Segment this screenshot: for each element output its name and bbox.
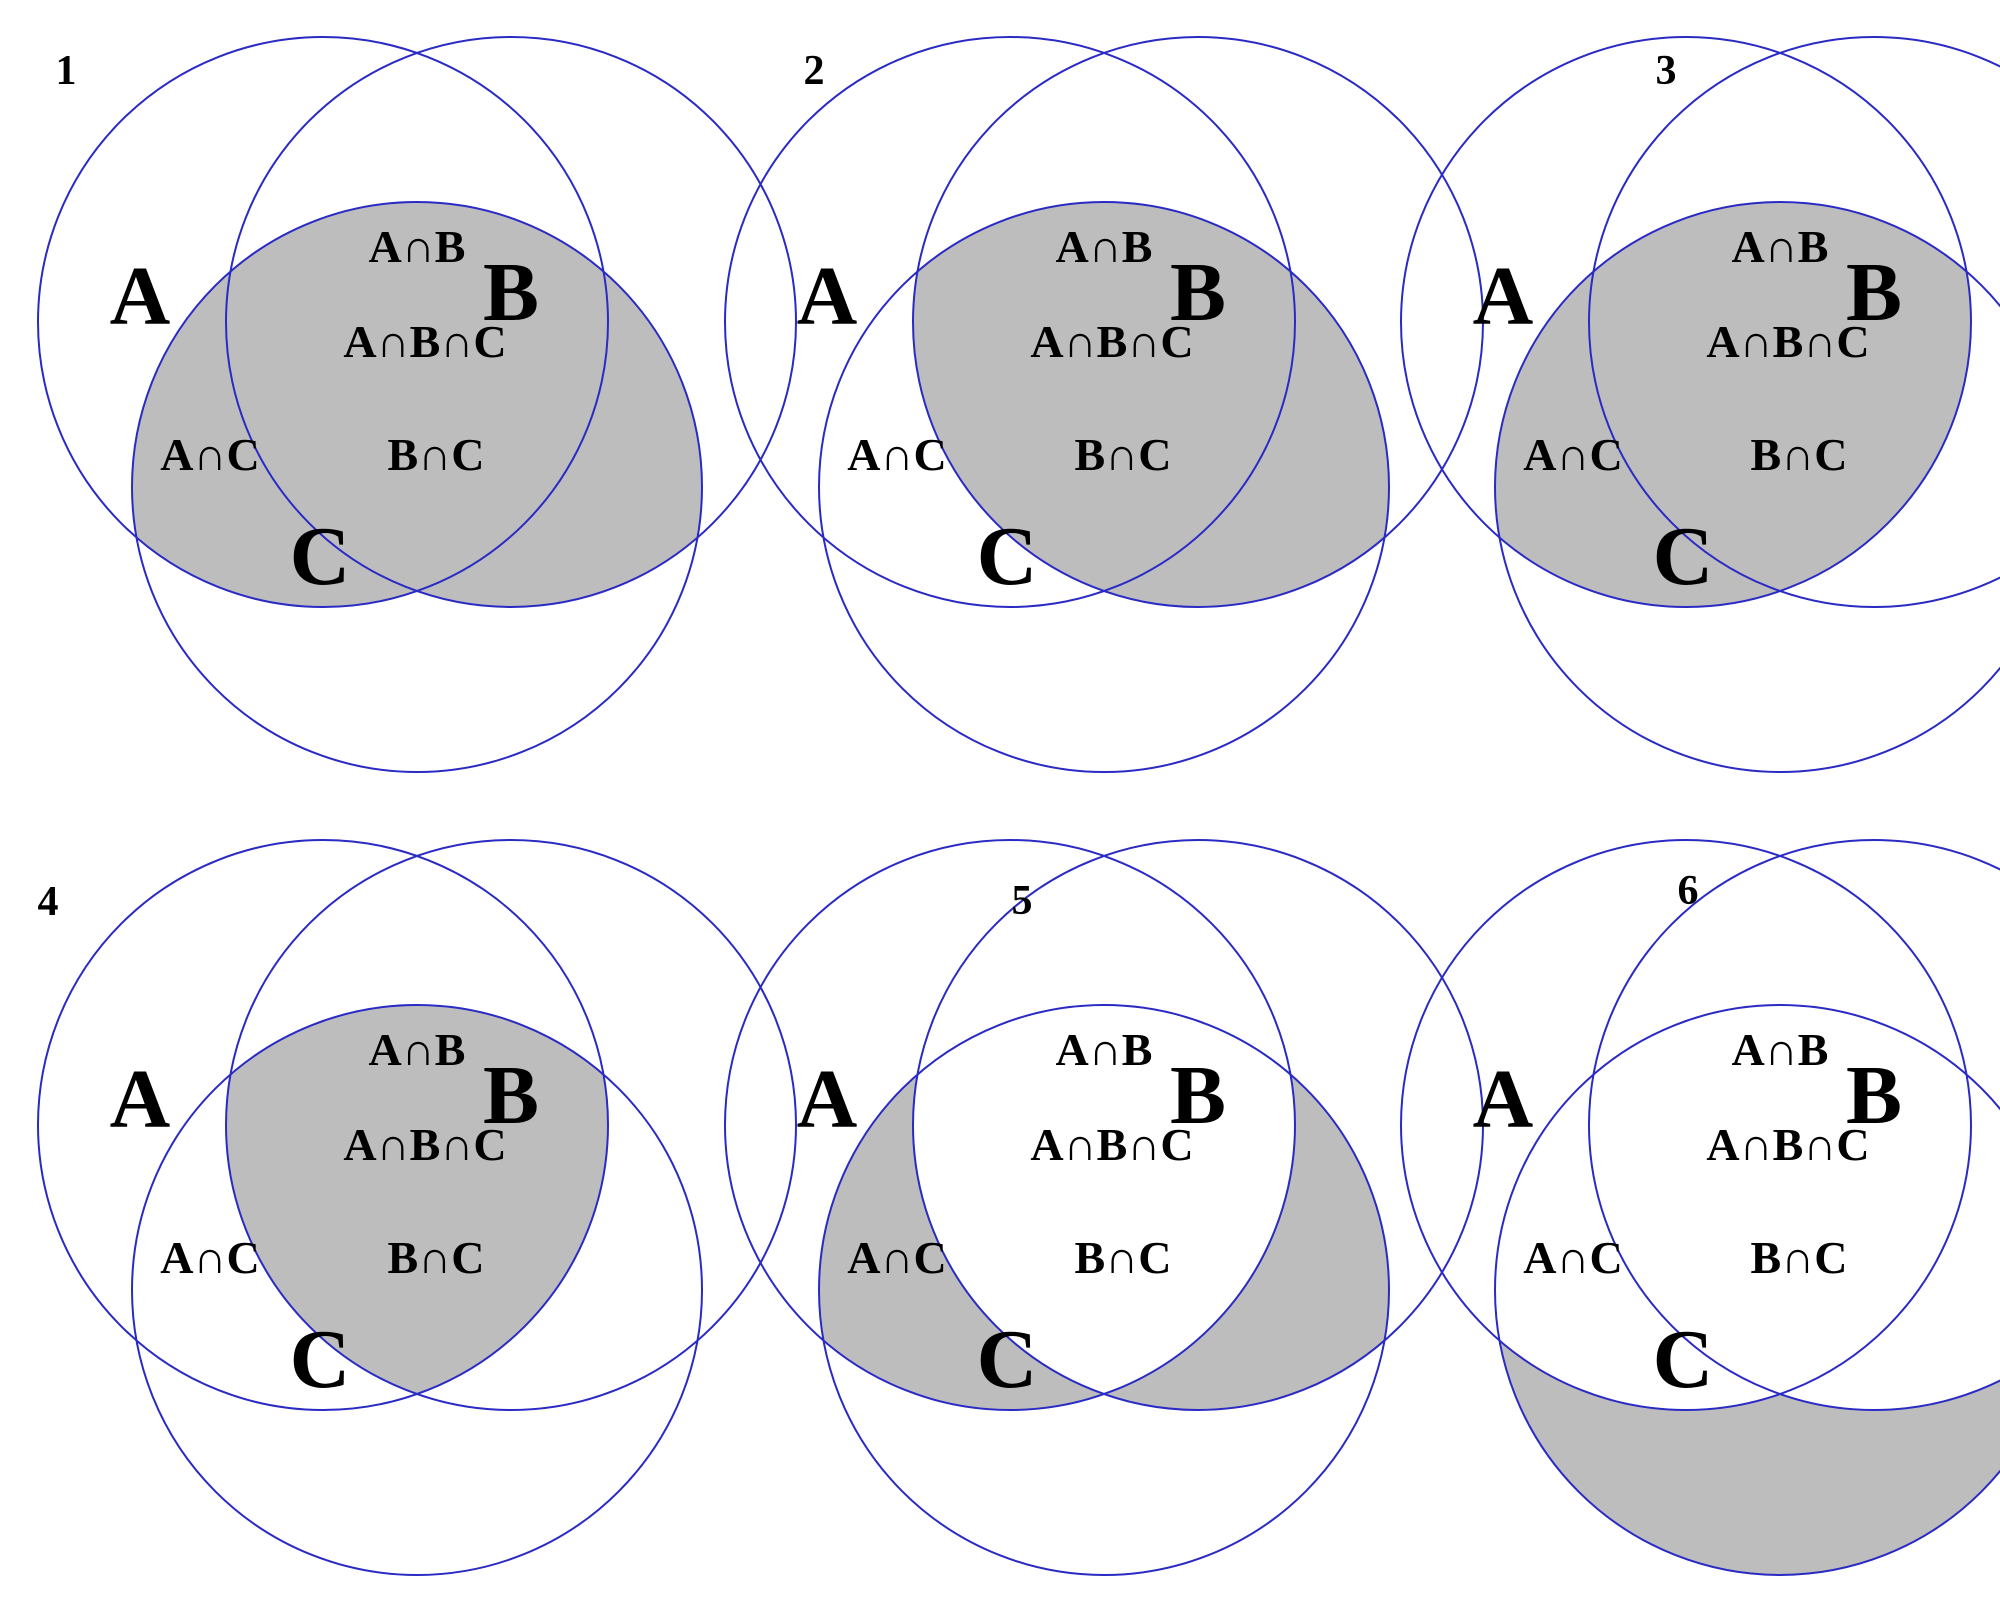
circle-c [818,1004,1390,1576]
label-ab: A∩B [1732,221,1829,272]
label-bc: B∩C [388,1232,485,1283]
label-c: C [1653,1313,1714,1406]
diagram-number: 6 [1678,868,1699,914]
label-abc: A∩B∩C [1706,1119,1869,1170]
label-abc: A∩B∩C [1030,1119,1193,1170]
venn-diagram-3: 3A B C A∩B A∩B∩C A∩C B∩C [1400,36,2000,773]
diagram-number: 3 [1656,48,1677,94]
shaded-region-abc [913,202,1295,607]
circle-b [225,36,797,608]
label-ac: A∩C [160,1232,260,1283]
venn-diagram-2: 2A B C A∩B A∩B∩C A∩C B∩C [724,36,1484,773]
circle-b [912,36,1484,608]
label-bc: B∩C [1075,1232,1172,1283]
circle-a [1400,839,1972,1411]
diagram-number: 1 [56,48,77,94]
label-bc: B∩C [1751,1232,1848,1283]
label-abc: A∩B∩C [1030,316,1193,367]
label-ac: A∩C [847,429,947,480]
shaded-region-abc [226,202,608,607]
label-c: C [290,510,351,603]
label-ac: A∩C [1523,1232,1623,1283]
shaded-region-abc [1589,202,1971,607]
shaded-regions [819,1005,1389,1410]
label-c: C [977,510,1038,603]
label-abc: A∩B∩C [1706,316,1869,367]
label-bc: B∩C [1751,429,1848,480]
label-ab: A∩B [1056,221,1153,272]
label-a: A [1473,250,1534,343]
label-a: A [797,250,858,343]
circle-b [912,839,1484,1411]
circle-c [1494,201,2000,773]
circle-a [37,36,609,608]
label-c: C [977,1313,1038,1406]
label-b: B [1846,246,1902,339]
shaded-region-c [1495,1005,2000,1575]
circle-a [1400,36,1972,608]
shaded-regions [1495,1005,2000,1575]
label-c: C [290,1313,351,1406]
diagram-number: 4 [38,879,59,925]
circle-b [1588,36,2000,608]
venn-diagram-6: 6A B C A∩B A∩B∩C A∩C B∩C [1400,839,2000,1576]
label-ab: A∩B [369,221,466,272]
venn-diagram-4: 4A B C A∩B A∩B∩C A∩C B∩C [37,839,797,1576]
shaded-region-abc [226,1005,608,1410]
label-abc: A∩B∩C [343,1119,506,1170]
label-b: B [1170,1049,1226,1142]
diagram-number: 5 [1012,878,1033,924]
label-ac: A∩C [160,429,260,480]
circle-a [724,36,1296,608]
label-ac: A∩C [1523,429,1623,480]
circle-c [131,1004,703,1576]
label-b: B [483,246,539,339]
circle-b [225,839,797,1411]
label-ab: A∩B [1732,1024,1829,1075]
circle-a [724,839,1296,1411]
diagram-number: 2 [804,48,825,94]
label-b: B [1170,246,1226,339]
label-a: A [110,250,171,343]
label-bc: B∩C [1075,429,1172,480]
shaded-regions [1495,202,1971,607]
circle-a [37,839,609,1411]
label-ab: A∩B [1056,1024,1153,1075]
circle-c [131,201,703,773]
label-b: B [483,1049,539,1142]
label-b: B [1846,1049,1902,1142]
label-c: C [1653,510,1714,603]
label-a: A [1473,1053,1534,1146]
shaded-regions [132,202,702,607]
label-a: A [797,1053,858,1146]
shaded-regions [913,202,1389,607]
circle-b [1588,839,2000,1411]
label-bc: B∩C [388,429,485,480]
label-abc: A∩B∩C [343,316,506,367]
shaded-regions [226,1005,608,1410]
venn-diagram-1: 1A B C A∩B A∩B∩C A∩C B∩C [37,36,797,773]
circle-c [1494,1004,2000,1576]
label-ac: A∩C [847,1232,947,1283]
circle-c [818,201,1390,773]
shaded-region-bc [913,1005,1389,1410]
label-a: A [110,1053,171,1146]
venn-diagram-5: 5A B C A∩B A∩B∩C A∩C B∩C [724,839,1484,1576]
label-ab: A∩B [369,1024,466,1075]
